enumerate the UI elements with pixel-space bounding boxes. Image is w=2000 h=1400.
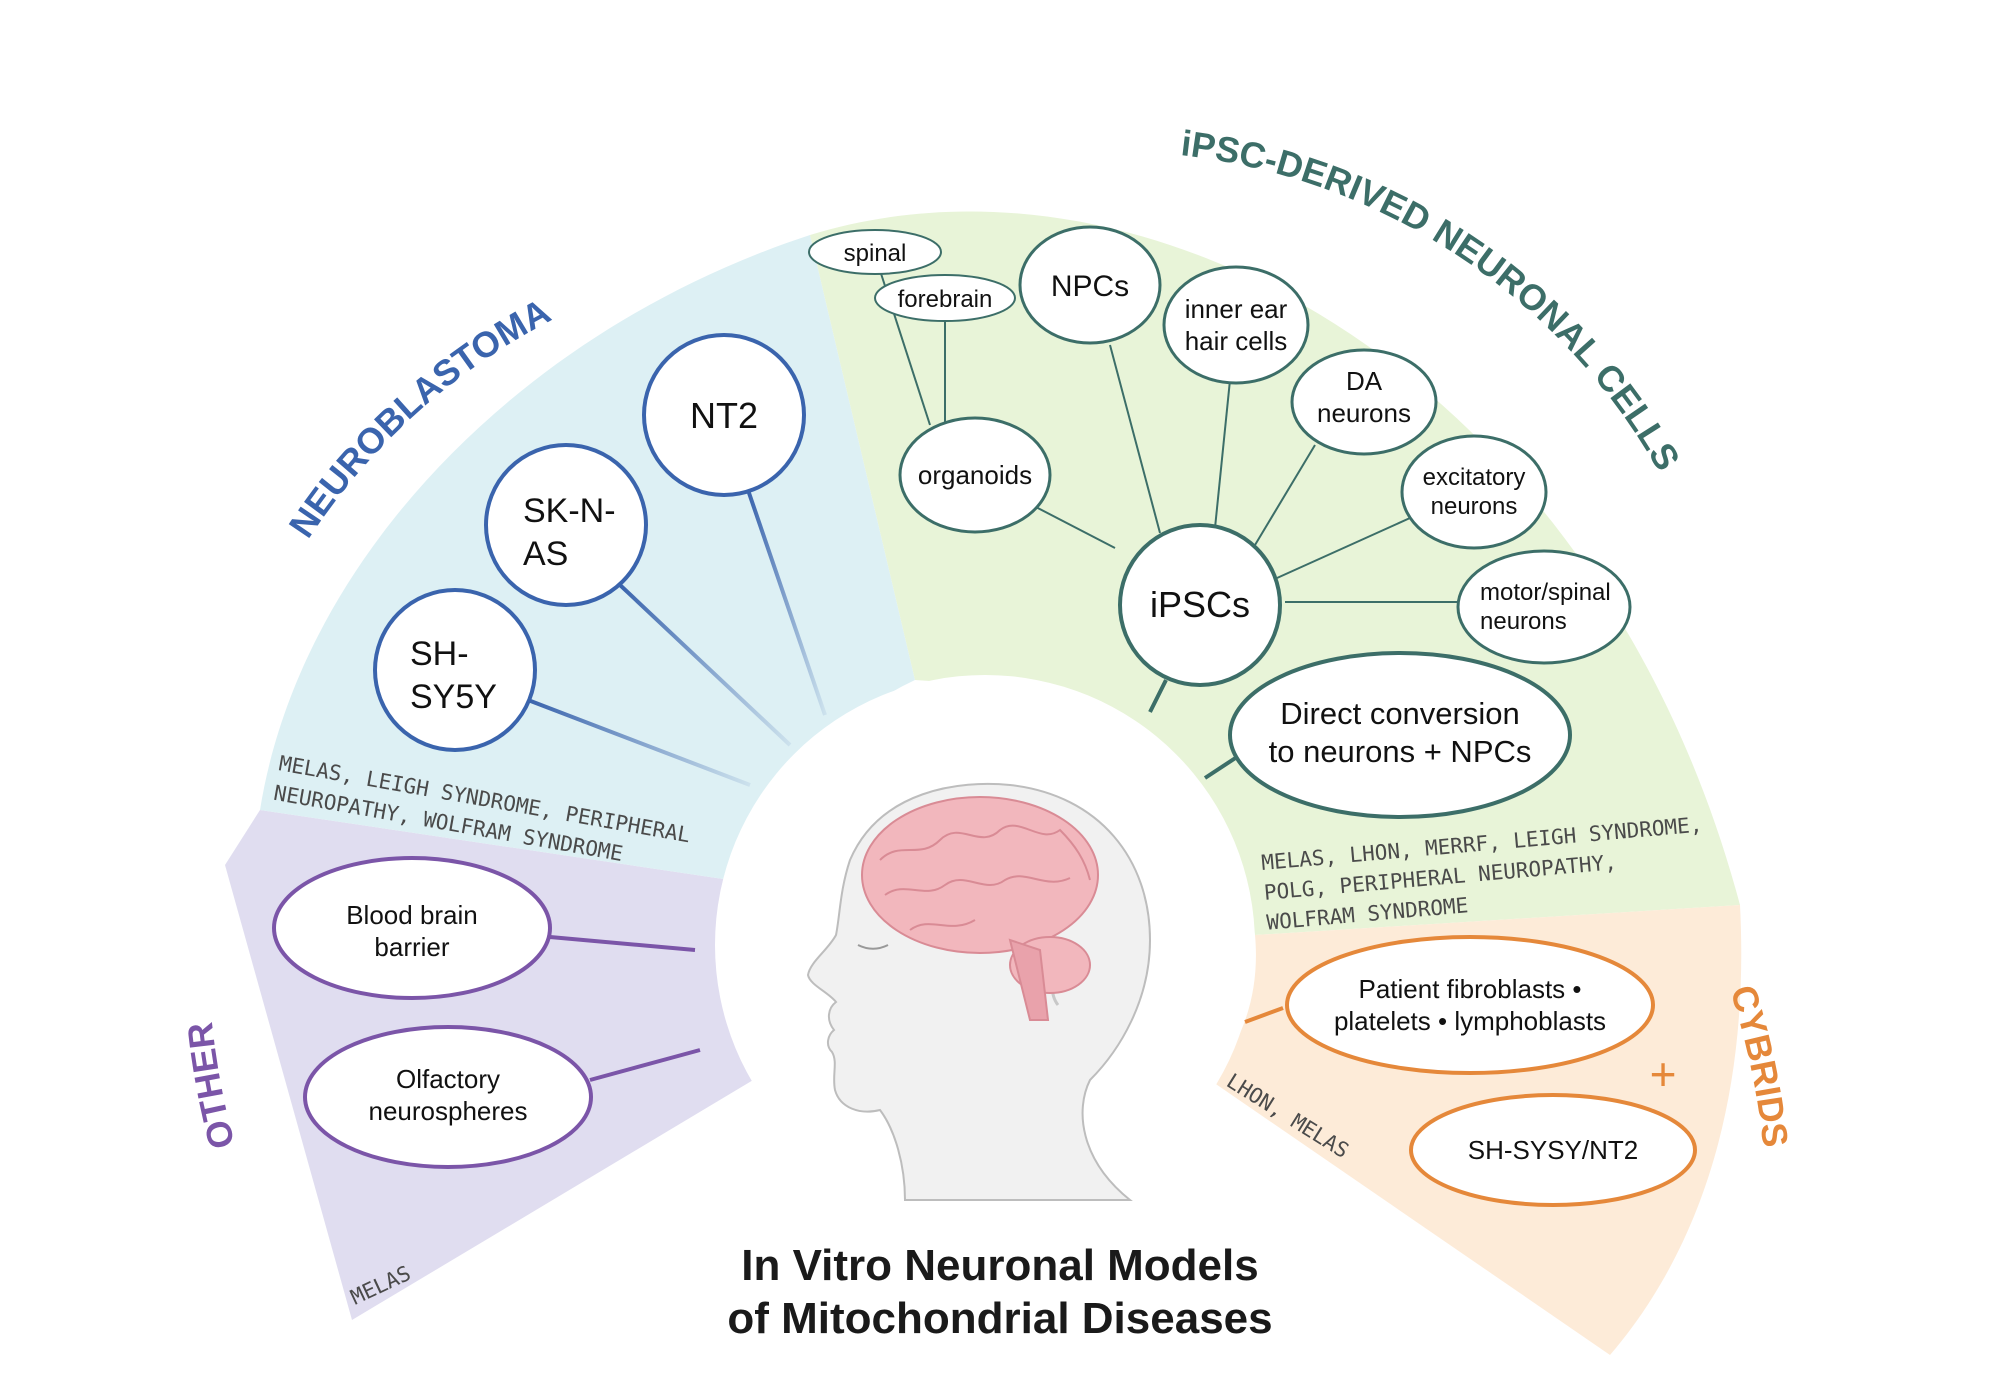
node-organoids: organoids <box>898 416 1052 534</box>
ipsc-connector-lower <box>1148 679 1168 713</box>
brain-icon <box>861 796 1099 1021</box>
node-excitatory-neurons: excitatory neurons <box>1400 434 1548 550</box>
node-nt2-label: NT2 <box>690 395 758 436</box>
node-forebrain-label: forebrain <box>898 286 993 313</box>
node-blood-brain-barrier: Blood brain barrier <box>272 856 552 1000</box>
node-patient-cells: Patient fibroblasts • platelets • lympho… <box>1285 935 1655 1075</box>
node-excitatory-line2: neurons <box>1431 493 1518 520</box>
node-ipscs-label: iPSCs <box>1150 584 1250 625</box>
node-sh-sysy-nt2: SH-SYSY/NT2 <box>1409 1093 1697 1207</box>
ipsc-connectors <box>874 254 1460 603</box>
node-olf-line2: neurospheres <box>369 1096 528 1126</box>
node-inner-ear: inner ear hair cells <box>1162 265 1310 385</box>
node-inner-ear-line2: hair cells <box>1185 326 1288 356</box>
node-motor-line1: motor/spinal <box>1480 579 1611 606</box>
title-line2: of Mitochondrial Diseases <box>727 1294 1272 1343</box>
node-direct-conversion: Direct conversion to neurons + NPCs <box>1228 651 1572 819</box>
node-direct-line1: Direct conversion <box>1280 696 1519 731</box>
node-npcs: NPCs <box>1018 225 1162 345</box>
node-forebrain: forebrain <box>874 274 1016 322</box>
node-organoids-label: organoids <box>918 460 1032 490</box>
node-direct-line2: to neurons + NPCs <box>1269 734 1532 769</box>
node-sk-n-as-line2: AS <box>523 535 568 573</box>
head-illustration <box>806 782 1152 1201</box>
node-sk-n-as: SK-N- AS <box>484 443 648 607</box>
node-inner-ear-line1: inner ear <box>1185 294 1288 324</box>
title-line1: In Vitro Neuronal Models <box>741 1241 1258 1290</box>
node-da-line1: DA <box>1346 366 1383 396</box>
node-bbb-line1: Blood brain <box>346 900 478 930</box>
bbb-connector <box>549 935 696 952</box>
eye-icon <box>857 944 889 950</box>
node-spinal-label: spinal <box>844 240 907 267</box>
neuroblastoma-connectors <box>527 489 827 787</box>
node-olfactory-neurospheres: Olfactory neurospheres <box>303 1025 593 1169</box>
node-da-line2: neurons <box>1317 398 1411 428</box>
cybrid-connector <box>1244 1006 1284 1024</box>
node-spinal: spinal <box>808 229 942 275</box>
sector-label-other: OTHER <box>179 1020 243 1153</box>
node-sh-sy5y-line1: SH- <box>410 635 469 673</box>
node-patient-line1: Patient fibroblasts • <box>1359 974 1582 1004</box>
direct-connector <box>1203 753 1242 780</box>
node-sh-sy5y-line2: SY5Y <box>410 678 497 716</box>
node-olf-line1: Olfactory <box>396 1064 500 1094</box>
node-sh-sysy-nt2-label: SH-SYSY/NT2 <box>1468 1135 1639 1165</box>
plus-icon: + <box>1650 1048 1677 1100</box>
node-bbb-line2: barrier <box>374 932 449 962</box>
node-nt2: NT2 <box>642 333 806 497</box>
node-motor-spinal-neurons: motor/spinal neurons <box>1456 549 1632 665</box>
olf-connector <box>589 1048 701 1082</box>
node-ipscs: iPSCs <box>1118 523 1282 687</box>
node-patient-line2: platelets • lymphoblasts <box>1334 1006 1606 1036</box>
node-excitatory-line1: excitatory <box>1423 464 1526 491</box>
node-sh-sy5y: SH- SY5Y <box>373 588 537 752</box>
node-motor-line2: neurons <box>1480 608 1567 635</box>
node-npcs-label: NPCs <box>1051 270 1129 303</box>
node-sk-n-as-line1: SK-N- <box>523 492 616 530</box>
node-da-neurons: DA neurons <box>1290 348 1438 456</box>
